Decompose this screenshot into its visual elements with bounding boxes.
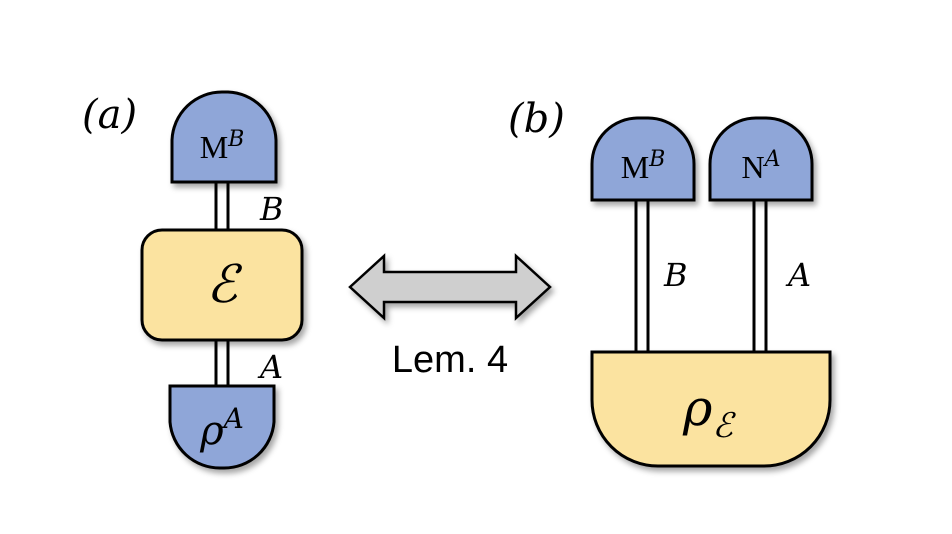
panel-a-channel-label: ℰ — [206, 255, 242, 315]
panel-a-wire-top — [214, 182, 230, 232]
panel-b: (b) B A MB NA ρℰ — [508, 96, 832, 468]
panel-b-wire-right — [752, 200, 768, 354]
panel-a-wire-bottom — [214, 340, 230, 390]
panel-b-wire-left-label: B — [663, 256, 688, 294]
panel-b-wire-right-label: A — [785, 256, 811, 294]
arrow-label: Lem. 4 — [392, 339, 508, 381]
panel-b-measurement-left-box — [590, 116, 696, 202]
panel-b-state-label: ρℰ — [682, 379, 736, 446]
panel-b-measurement-left-label: MB — [621, 147, 666, 185]
panel-a-wire-bottom-label: A — [257, 348, 283, 386]
panel-a-measurement-label: MB — [200, 127, 245, 165]
panel-b-measurement-right-label: NA — [742, 147, 781, 185]
panel-a-wire-top-label: B — [259, 190, 284, 228]
panel-a-channel-box — [140, 228, 304, 342]
panel-b-label: (b) — [508, 96, 565, 142]
panel-a-measurement-box — [170, 90, 278, 184]
panel-a-state-box — [168, 384, 276, 470]
panel-b-state-box — [590, 350, 832, 468]
equivalence-arrow: Lem. 4 — [348, 253, 552, 381]
panel-b-measurement-right-box — [708, 116, 814, 202]
panel-a-label: (a) — [82, 92, 137, 138]
panel-a: (a) B A MB ℰ ρA — [82, 90, 304, 470]
panel-a-state-label: ρA — [199, 402, 244, 454]
double-arrow-icon — [348, 253, 552, 321]
panel-b-wire-left — [634, 200, 650, 354]
